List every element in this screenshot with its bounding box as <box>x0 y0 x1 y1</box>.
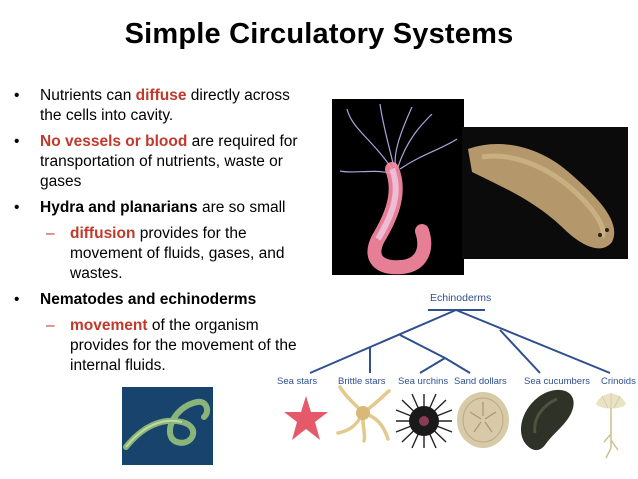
emphasis-diffusion: diffusion <box>70 225 136 242</box>
echinoderm-tree: Echinoderms Sea stars Brittle stars Sea … <box>277 292 636 387</box>
label-brittle-stars: Brittle stars <box>338 376 386 387</box>
bullet-text: of the organism provides for the movemen… <box>70 317 297 374</box>
label-sea-urchins: Sea urchins <box>398 376 448 387</box>
emphasis-hydra: Hydra and planarians <box>40 199 198 216</box>
sand-dollar-image <box>457 392 509 448</box>
label-sand-dollars: Sand dollars <box>454 376 507 387</box>
label-sea-stars: Sea stars <box>277 376 317 387</box>
bullet-marker: • <box>14 199 20 216</box>
emphasis-nematodes: Nematodes and echinoderms <box>40 291 257 308</box>
bullet-text: are required for transportation of nutri… <box>40 133 298 190</box>
bullet-no-vessels: • No vessels or blood are required for t… <box>14 132 314 192</box>
bullet-text: provides for the movement of fluids, gas… <box>70 225 285 282</box>
sub-bullet-marker: – <box>46 225 55 242</box>
sub-bullet-diffusion: – diffusion provides for the movement of… <box>14 224 314 284</box>
label-sea-cucumbers: Sea cucumbers <box>524 376 590 387</box>
bullet-text: directly across the cells into cavity. <box>40 87 290 124</box>
emphasis-movement: movement <box>70 317 148 334</box>
brittle-star-image <box>336 385 391 443</box>
tree-title: Echinoderms <box>430 292 491 304</box>
emphasis-diffuse: diffuse <box>135 87 187 104</box>
crinoid-image <box>596 393 626 459</box>
hydra-image <box>332 99 464 275</box>
sea-cucumber-image <box>521 389 574 451</box>
label-crinoids: Crinoids <box>601 376 636 387</box>
emphasis-no-vessels: No vessels or blood <box>40 133 188 150</box>
bullet-marker: • <box>14 133 20 150</box>
planarian-image <box>462 127 628 259</box>
bullet-marker: • <box>14 291 20 308</box>
nematode-image <box>122 387 213 465</box>
sea-star-image <box>284 396 328 440</box>
sea-urchin-image <box>395 393 453 449</box>
sub-bullet-marker: – <box>46 317 55 334</box>
bullet-list: • Nutrients can diffuse directly across … <box>14 86 314 382</box>
bullet-hydra: • Hydra and planarians are so small <box>14 198 314 218</box>
slide-title: Simple Circulatory Systems <box>124 18 514 50</box>
bullet-diffuse: • Nutrients can diffuse directly across … <box>14 86 314 126</box>
bullet-text: Nutrients can <box>40 87 136 104</box>
bullet-text: are so small <box>197 199 286 216</box>
bullet-marker: • <box>14 87 20 104</box>
bullet-nematodes: • Nematodes and echinoderms <box>14 290 314 310</box>
sub-bullet-movement: – movement of the organism provides for … <box>14 316 314 376</box>
